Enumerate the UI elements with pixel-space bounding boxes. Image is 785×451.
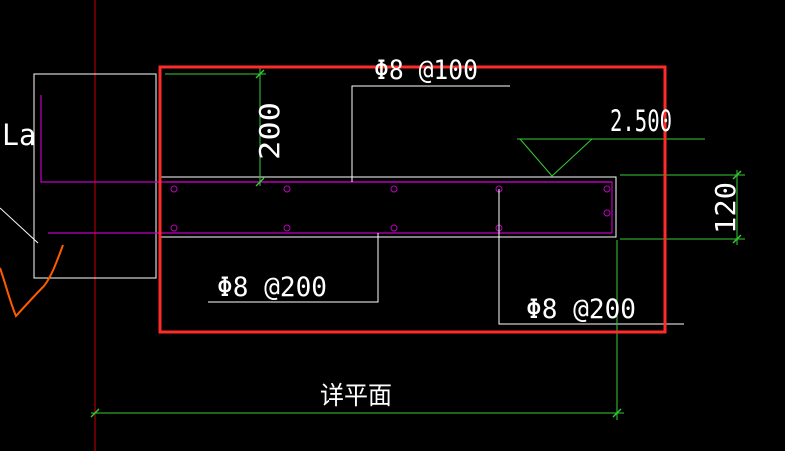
rebar-dot xyxy=(283,185,291,193)
dim-120-label: 120 xyxy=(709,182,742,234)
slab-section xyxy=(159,176,617,238)
dimension-ticks xyxy=(90,69,742,418)
plan-note-label: 详平面 xyxy=(320,381,392,410)
rebar-dot xyxy=(170,185,178,193)
bottom-rebar-leader-left xyxy=(208,233,379,303)
top-rebar-label: Φ8 @100 xyxy=(374,55,478,86)
bottom-rebar-right-label: Φ8 @200 xyxy=(526,294,636,325)
top-rebar-line xyxy=(165,181,613,233)
bottom-rebar-left-label: Φ8 @200 xyxy=(217,272,327,303)
bottom-rebar-leader-right xyxy=(498,189,684,325)
column-outline xyxy=(33,73,157,279)
anchor-leader xyxy=(0,207,39,244)
rebar-dot xyxy=(390,185,398,193)
rebar-dot xyxy=(170,224,178,232)
rebar-dot xyxy=(283,224,291,232)
orange-sketch xyxy=(0,244,64,318)
rebar-dot xyxy=(603,185,611,193)
rebar-dot xyxy=(603,209,611,217)
elevation-label: 2.500 xyxy=(610,104,672,138)
top-rebar-leader xyxy=(351,85,510,182)
elevation-triangle xyxy=(519,138,593,177)
rebar-dots xyxy=(170,185,611,232)
highlight-box xyxy=(158,65,667,334)
anchor-label: La xyxy=(2,118,36,152)
dimension-lines xyxy=(91,68,745,420)
rebar-dot xyxy=(390,224,398,232)
dim-200-label: 200 xyxy=(253,102,286,160)
